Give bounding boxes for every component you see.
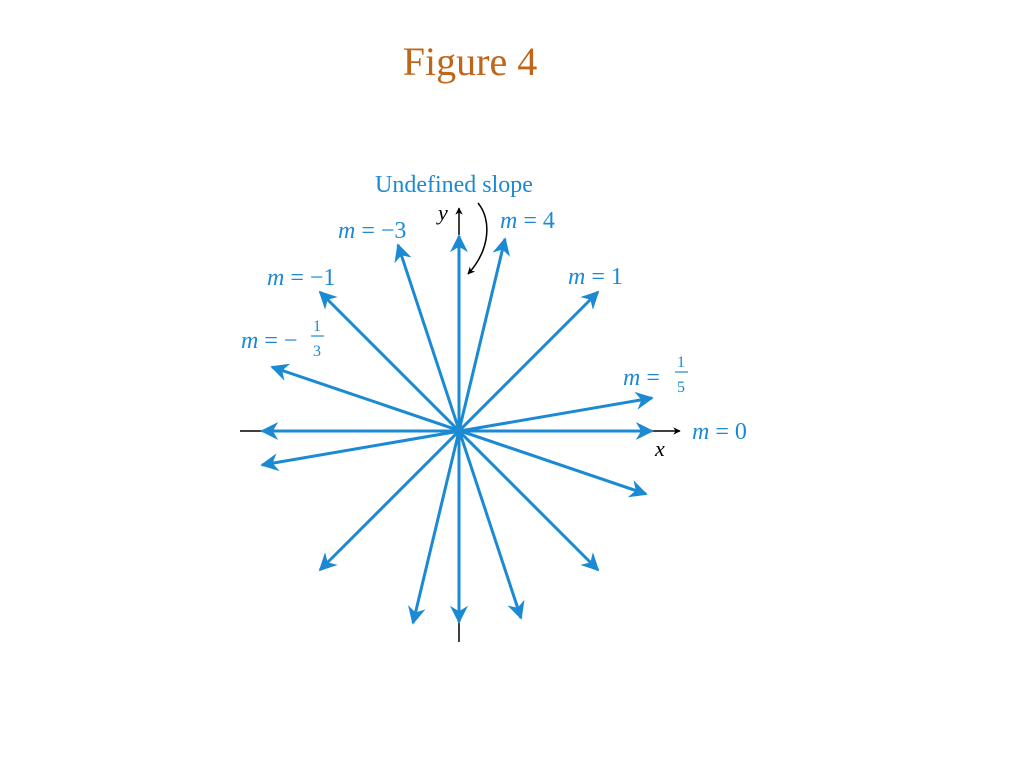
- label-slope-4: m= 4: [500, 208, 555, 234]
- page-title: Figure 4: [402, 39, 538, 84]
- label-eq: = 1: [591, 264, 623, 290]
- fraction-denominator: 5: [677, 379, 685, 396]
- label-m: m: [338, 218, 355, 244]
- line-slope-neg-one-third: [270, 363, 648, 498]
- label-eq: = 4: [523, 208, 555, 234]
- label-slope-0: m= 0: [692, 419, 747, 445]
- label-slope-neg-1: m= −1: [267, 265, 335, 291]
- label-m: m: [623, 365, 640, 391]
- fraction-denominator: 3: [313, 343, 321, 360]
- fraction-numerator: 1: [677, 354, 685, 371]
- label-m: m: [267, 265, 284, 291]
- label-eq: = 0: [715, 419, 747, 445]
- label-m: m: [241, 328, 258, 354]
- fraction-numerator: 1: [313, 318, 321, 335]
- label-m: m: [692, 419, 709, 445]
- label-eq: = −3: [361, 218, 406, 244]
- label-slope-1: m= 1: [568, 264, 623, 290]
- undefined-slope-label: Undefined slope: [375, 172, 533, 198]
- label-eq: =: [646, 365, 660, 391]
- label-slope-neg-one-third: m= −: [241, 328, 297, 354]
- y-axis-label: y: [436, 200, 448, 225]
- label-eq: = −1: [290, 265, 335, 291]
- x-axis-label: x: [654, 436, 665, 461]
- undefined-slope-pointer: [467, 202, 488, 275]
- label-slope-one-fifth: m=: [623, 365, 660, 391]
- label-m: m: [500, 208, 517, 234]
- label-eq: = −: [264, 328, 297, 354]
- label-slope-neg-3: m= −3: [338, 218, 406, 244]
- label-m: m: [568, 264, 585, 290]
